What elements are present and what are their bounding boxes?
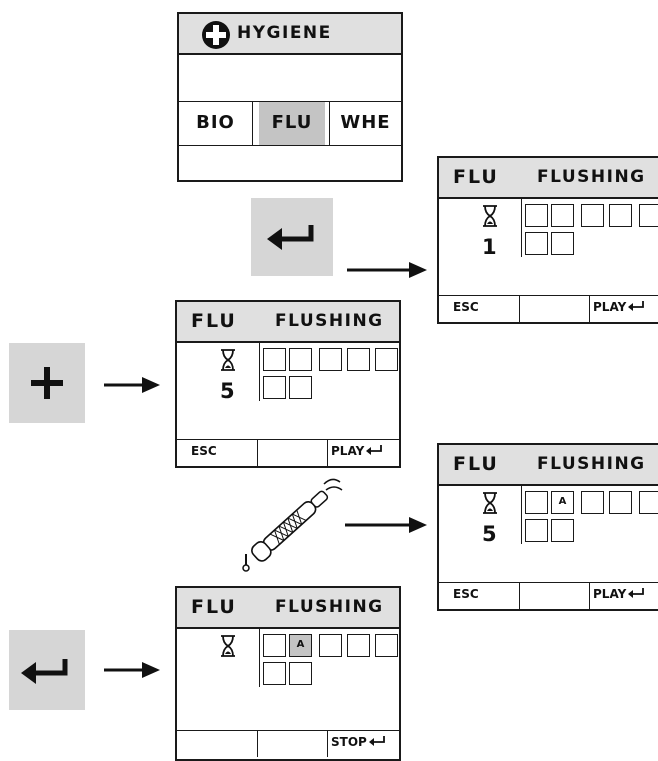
flushing-screen-3: FLU FLUSHING 5 A ESC PLAY	[437, 443, 658, 611]
enter-arrow-icon	[366, 445, 383, 455]
program-code: FLU	[453, 453, 499, 475]
program-title: FLUSHING	[537, 454, 646, 474]
timer-panel: 5	[439, 486, 522, 546]
program-title: FLUSHING	[275, 311, 384, 331]
program-cell	[639, 491, 658, 514]
enter-key[interactable]	[251, 198, 333, 276]
program-cell	[551, 232, 574, 255]
flow-arrow-2	[104, 377, 160, 393]
program-title: FLUSHING	[537, 167, 646, 187]
hygiene-menu-screen: HYGIENE BIO FLU WHE	[177, 12, 403, 182]
program-cell-active: A	[289, 634, 312, 657]
dental-handpiece-icon	[242, 478, 343, 572]
enter-arrow-icon	[628, 588, 645, 598]
program-cell	[263, 634, 286, 657]
flushing-screen-2: FLU FLUSHING 5 ESC PLAY	[175, 300, 401, 468]
flow-arrow-4	[104, 662, 160, 678]
program-cell	[581, 491, 604, 514]
esc-softkey[interactable]: ESC	[191, 444, 217, 458]
timer-panel	[177, 629, 260, 687]
program-cell	[639, 204, 658, 227]
enter-arrow-icon	[628, 301, 645, 311]
program-cell	[525, 232, 548, 255]
plus-key[interactable]	[9, 343, 85, 423]
softkey-bar: STOP	[177, 730, 399, 757]
program-cell	[609, 204, 632, 227]
plus-circle-icon	[202, 21, 230, 49]
tab-bio[interactable]: BIO	[179, 102, 253, 145]
play-softkey[interactable]: PLAY	[331, 444, 384, 458]
flushing-header: FLU FLUSHING	[177, 588, 399, 629]
cycle-counter: 1	[482, 235, 497, 259]
program-cell	[525, 519, 548, 542]
program-cell	[289, 662, 312, 685]
program-cell	[551, 204, 574, 227]
softkey-bar: ESC PLAY	[439, 295, 658, 322]
tab-flu[interactable]: FLU	[259, 102, 325, 145]
program-code: FLU	[453, 166, 499, 188]
program-cell	[609, 491, 632, 514]
program-cell	[581, 204, 604, 227]
tab-whe[interactable]: WHE	[329, 102, 401, 145]
hygiene-tab-row: BIO FLU WHE	[179, 101, 401, 146]
program-cell	[319, 634, 342, 657]
softkey-bar: ESC PLAY	[177, 439, 399, 466]
hourglass-icon	[483, 492, 497, 514]
hourglass-icon	[221, 349, 235, 371]
flow-arrow-3	[345, 517, 427, 533]
program-cell-active: A	[551, 491, 574, 514]
flow-arrow-1	[347, 262, 427, 278]
play-label: PLAY	[593, 587, 627, 601]
play-softkey[interactable]: PLAY	[593, 300, 646, 314]
esc-softkey[interactable]: ESC	[453, 587, 479, 601]
program-cell	[289, 348, 312, 371]
esc-softkey[interactable]: ESC	[453, 300, 479, 314]
enter-arrow-icon	[267, 225, 314, 250]
flushing-screen-1: FLU FLUSHING 1 ESC PLAY	[437, 156, 658, 324]
hygiene-title: HYGIENE	[237, 23, 332, 43]
program-title: FLUSHING	[275, 597, 384, 617]
program-code: FLU	[191, 596, 237, 618]
stop-label: STOP	[331, 735, 367, 749]
enter-key-2[interactable]	[9, 630, 85, 710]
softkey-bar: ESC PLAY	[439, 582, 658, 609]
stop-softkey[interactable]: STOP	[331, 735, 387, 749]
program-cell	[263, 376, 286, 399]
play-label: PLAY	[593, 300, 627, 314]
hourglass-icon	[221, 635, 235, 657]
program-cell	[347, 348, 370, 371]
program-cell	[525, 491, 548, 514]
enter-arrow-icon	[21, 659, 68, 684]
hygiene-header: HYGIENE	[179, 14, 401, 55]
program-cell	[347, 634, 370, 657]
flushing-screen-4: FLU FLUSHING A STOP	[175, 586, 401, 761]
program-cell	[551, 519, 574, 542]
play-softkey[interactable]: PLAY	[593, 587, 646, 601]
enter-arrow-icon	[368, 736, 385, 746]
play-label: PLAY	[331, 444, 365, 458]
program-cell	[525, 204, 548, 227]
program-cell	[263, 662, 286, 685]
cycle-counter: 5	[220, 379, 235, 403]
program-cell	[375, 348, 398, 371]
program-cell	[289, 376, 312, 399]
plus-icon	[31, 367, 63, 399]
flushing-header: FLU FLUSHING	[439, 158, 658, 199]
program-cell	[375, 634, 398, 657]
program-cell	[319, 348, 342, 371]
cycle-counter: 5	[482, 522, 497, 546]
program-code: FLU	[191, 310, 237, 332]
timer-panel: 1	[439, 199, 522, 259]
program-cell	[263, 348, 286, 371]
hourglass-icon	[483, 205, 497, 227]
flushing-header: FLU FLUSHING	[177, 302, 399, 343]
flushing-header: FLU FLUSHING	[439, 445, 658, 486]
timer-panel: 5	[177, 343, 260, 403]
